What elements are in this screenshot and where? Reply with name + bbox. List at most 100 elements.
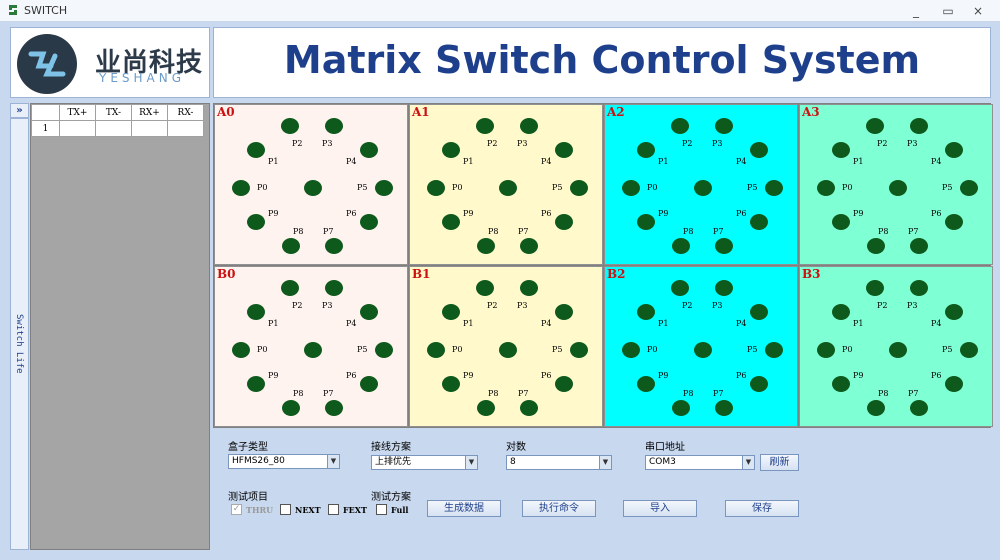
pin-dot[interactable] [360,376,378,392]
pin-dot[interactable] [442,142,460,158]
wiring-select[interactable]: 上排优先 ▼ [371,455,478,470]
pin-dot[interactable] [945,304,963,320]
thru-checkbox[interactable]: ✓ [231,504,242,515]
box-type-select[interactable]: HFMS26_80 ▼ [228,454,340,469]
pin-dot[interactable] [715,238,733,254]
pin-dot[interactable] [832,142,850,158]
port-select[interactable]: COM3 ▼ [645,455,755,470]
pin-dot[interactable] [282,238,300,254]
pin-dot[interactable] [281,280,299,296]
pin-dot[interactable] [442,304,460,320]
collapse-panel-button[interactable]: » [10,103,29,118]
pin-dot[interactable] [750,304,768,320]
pin-dot[interactable] [694,342,712,358]
grid-cell[interactable] [167,120,204,137]
grid-cell[interactable] [131,120,168,137]
pin-dot[interactable] [889,180,907,196]
pin-dot[interactable] [304,342,322,358]
pin-dot[interactable] [910,280,928,296]
pin-dot[interactable] [910,400,928,416]
pin-dot[interactable] [867,238,885,254]
close-button[interactable]: × [972,4,984,18]
grid-cell[interactable] [95,120,132,137]
pin-dot[interactable] [622,180,640,196]
save-button[interactable]: 保存 [725,500,799,517]
pin-dot[interactable] [499,180,517,196]
pin-dot[interactable] [832,304,850,320]
pin-dot[interactable] [442,214,460,230]
pin-dot[interactable] [750,376,768,392]
pin-dot[interactable] [570,342,588,358]
minimize-button[interactable]: _ [913,4,919,18]
pin-dot[interactable] [520,238,538,254]
pin-dot[interactable] [817,342,835,358]
pin-dot[interactable] [715,118,733,134]
pin-dot[interactable] [476,118,494,134]
pairs-select[interactable]: 8 ▼ [506,455,612,470]
pin-dot[interactable] [945,214,963,230]
pin-dot[interactable] [247,304,265,320]
pin-dot[interactable] [427,180,445,196]
pin-dot[interactable] [555,142,573,158]
pin-dot[interactable] [765,180,783,196]
pin-dot[interactable] [671,280,689,296]
pin-dot[interactable] [427,342,445,358]
pin-dot[interactable] [945,142,963,158]
pin-dot[interactable] [325,118,343,134]
pin-dot[interactable] [750,142,768,158]
chevron-down-icon[interactable]: ▼ [327,455,339,468]
pin-dot[interactable] [360,304,378,320]
pin-dot[interactable] [281,118,299,134]
pin-dot[interactable] [360,214,378,230]
pin-dot[interactable] [570,180,588,196]
generate-data-button[interactable]: 生成数据 [427,500,501,517]
refresh-button[interactable]: 刷新 [760,454,799,471]
pin-dot[interactable] [866,280,884,296]
pin-dot[interactable] [960,180,978,196]
switch-life-tab[interactable]: Switch Life [10,118,29,550]
import-button[interactable]: 导入 [623,500,697,517]
pin-dot[interactable] [910,238,928,254]
pin-dot[interactable] [637,304,655,320]
pin-dot[interactable] [910,118,928,134]
pin-dot[interactable] [232,180,250,196]
pin-dot[interactable] [671,118,689,134]
grid-cell[interactable] [59,120,96,137]
pin-dot[interactable] [637,142,655,158]
pin-dot[interactable] [247,376,265,392]
pin-dot[interactable] [867,400,885,416]
next-checkbox[interactable] [280,504,291,515]
pin-dot[interactable] [889,342,907,358]
pin-dot[interactable] [694,180,712,196]
pin-dot[interactable] [637,214,655,230]
pin-dot[interactable] [282,400,300,416]
pin-dot[interactable] [247,142,265,158]
pin-dot[interactable] [672,238,690,254]
pin-dot[interactable] [247,214,265,230]
pin-dot[interactable] [960,342,978,358]
pin-dot[interactable] [832,376,850,392]
pin-dot[interactable] [866,118,884,134]
pin-dot[interactable] [442,376,460,392]
pin-dot[interactable] [520,280,538,296]
grid-cell[interactable]: 1 [31,120,60,137]
fext-checkbox[interactable] [328,504,339,515]
maximize-button[interactable]: ▭ [942,4,954,18]
pin-dot[interactable] [375,342,393,358]
pin-dot[interactable] [325,280,343,296]
chevron-down-icon[interactable]: ▼ [599,456,611,469]
pin-dot[interactable] [520,400,538,416]
pin-dot[interactable] [325,238,343,254]
pin-dot[interactable] [375,180,393,196]
pin-dot[interactable] [750,214,768,230]
pin-dot[interactable] [360,142,378,158]
pin-dot[interactable] [555,214,573,230]
pin-dot[interactable] [765,342,783,358]
pin-dot[interactable] [555,304,573,320]
